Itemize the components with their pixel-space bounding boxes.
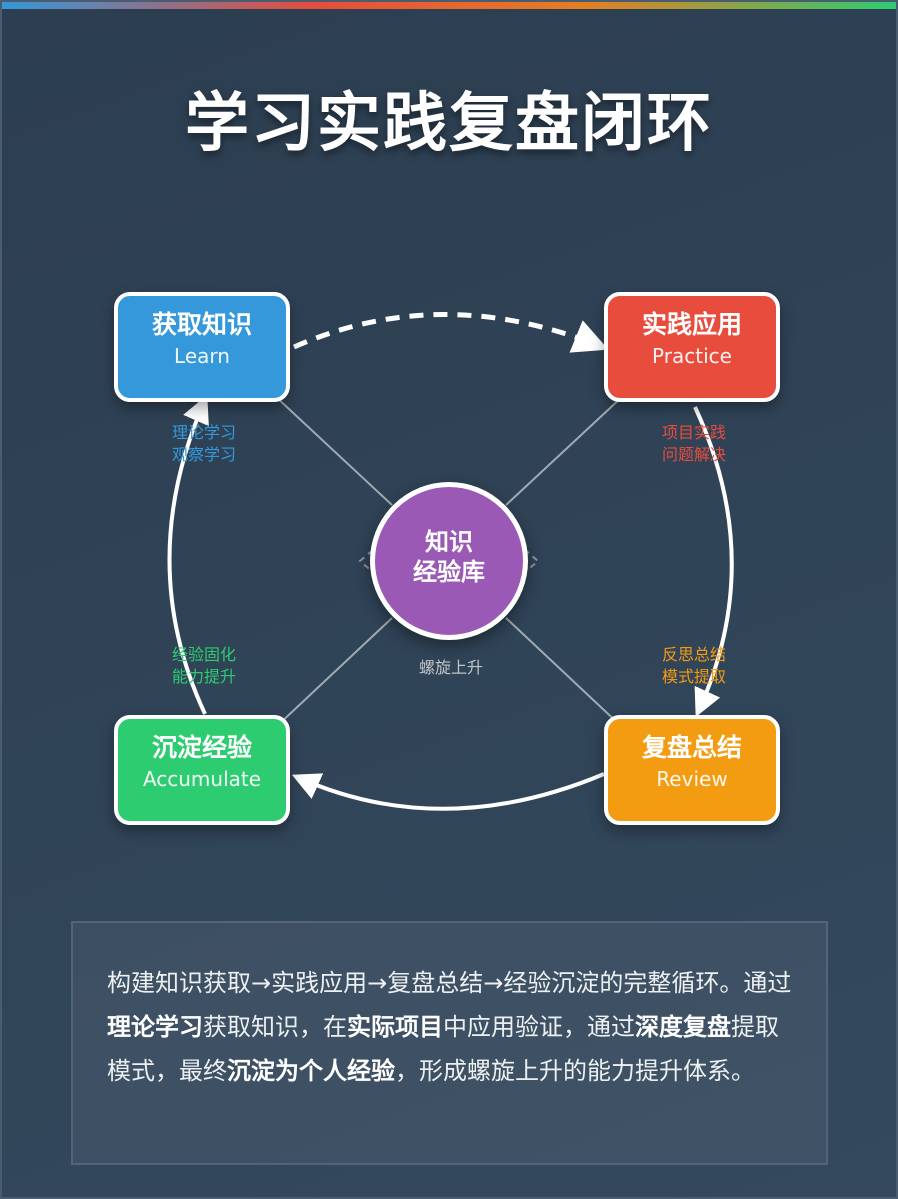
spoke-practice <box>505 381 639 506</box>
node-accumulate-subtitle: Accumulate <box>142 767 262 791</box>
summary-box: 构建知识获取→实践应用→复盘总结→经验沉淀的完整循环。通过理论学习获取知识，在实… <box>71 921 828 1165</box>
spiral-label: 螺旋上升 <box>418 658 483 677</box>
edge-label-learn: 理论学习 观察学习 <box>144 422 264 466</box>
edge-label-practice-line2: 问题解决 <box>661 445 726 464</box>
arrow-practice-to-review <box>693 406 734 718</box>
edge-label-learn-line2: 观察学习 <box>171 445 236 464</box>
node-practice-title: 实践应用 <box>641 310 742 339</box>
edge-label-learn-line1: 理论学习 <box>171 423 236 442</box>
node-accumulate-title: 沉淀经验 <box>151 733 252 762</box>
center-label-line1: 知识 <box>425 528 473 556</box>
node-review-subtitle: Review <box>656 767 728 791</box>
edge-label-review-line1: 反思总结 <box>661 645 726 664</box>
node-learn-title: 获取知识 <box>151 310 252 339</box>
arrow-review-to-accumulate <box>291 772 605 811</box>
node-review-title: 复盘总结 <box>641 733 742 762</box>
edge-label-accumulate-line1: 经验固化 <box>171 645 236 664</box>
node-learn: 获取知识 Learn <box>114 292 290 402</box>
node-practice: 实践应用 Practice <box>604 292 780 402</box>
node-review: 复盘总结 Review <box>604 715 780 825</box>
top-gradient-bar <box>2 2 896 9</box>
node-learn-subtitle: Learn <box>174 344 230 368</box>
summary-text-3: 中应用验证，通过 <box>443 1013 635 1041</box>
node-practice-subtitle: Practice <box>652 344 732 368</box>
edge-label-review-line2: 模式提取 <box>661 667 726 686</box>
spoke-learn <box>259 381 393 506</box>
node-accumulate: 沉淀经验 Accumulate <box>114 715 290 825</box>
edge-label-review: 反思总结 模式提取 <box>634 644 754 688</box>
page-title: 学习实践复盘闭环 <box>185 87 713 161</box>
edge-label-accumulate: 经验固化 能力提升 <box>144 644 264 688</box>
arrow-accumulate-to-learn <box>167 394 209 715</box>
summary-text-5: ，形成螺旋上升的能力提升体系。 <box>395 1057 755 1085</box>
summary-highlight-experience: 沉淀为个人经验 <box>227 1057 395 1085</box>
center-knowledge-hub: 知识 经验库 <box>370 482 528 640</box>
arrow-learn-to-practice <box>292 312 609 353</box>
edge-label-practice-line1: 项目实践 <box>661 423 726 442</box>
summary-highlight-review: 深度复盘 <box>635 1013 731 1041</box>
edge-label-practice: 项目实践 问题解决 <box>634 422 754 466</box>
edge-label-accumulate-line2: 能力提升 <box>171 667 236 686</box>
summary-text-1: 构建知识获取→实践应用→复盘总结→经验沉淀的完整循环。通过 <box>107 969 792 997</box>
center-label-line2: 经验库 <box>413 558 485 586</box>
summary-text-2: 获取知识，在 <box>203 1013 347 1041</box>
summary-text-4: 提取模式，最终 <box>107 1013 779 1085</box>
summary-highlight-theory: 理论学习 <box>107 1013 203 1041</box>
summary-highlight-project: 实际项目 <box>347 1013 443 1041</box>
